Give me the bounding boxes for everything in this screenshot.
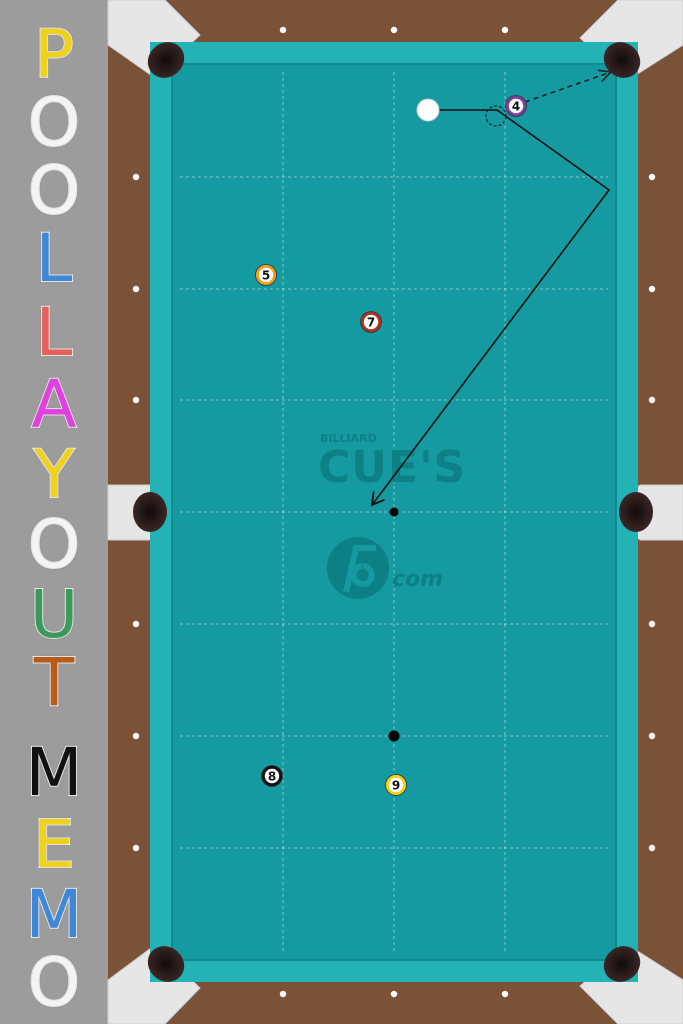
title-letter: Y (33, 436, 75, 513)
title-letter: P (33, 16, 75, 93)
ball-number-label: 7 (367, 315, 375, 329)
title-letter: O (27, 152, 81, 229)
title-letter: T (33, 644, 75, 721)
title-letter: O (27, 84, 81, 161)
title-letter: E (32, 806, 76, 883)
ball-number-label: 9 (392, 778, 400, 792)
title-letter: M (25, 734, 84, 811)
center-spot (389, 507, 399, 517)
watermark: BILLIARD CUE'S com (318, 432, 466, 599)
ball-9[interactable]: 9 (385, 774, 407, 796)
pocket-mid-left (133, 492, 167, 532)
title-letter: U (29, 576, 79, 653)
pocket-bottom-left (147, 946, 185, 982)
balls-layer: 4 5 7 8 9 (255, 95, 527, 796)
cue-ball[interactable] (416, 98, 440, 122)
watermark-com: com (392, 567, 443, 592)
table-grid (180, 72, 608, 952)
ball-number-label: 4 (512, 99, 520, 113)
title-letter: M (25, 876, 84, 953)
title-letter: A (30, 366, 77, 443)
pocket-top-right (603, 42, 641, 78)
rail-diamonds (132, 26, 656, 998)
object-ball-path (524, 72, 611, 103)
ball-number-label: 8 (268, 769, 276, 783)
cue-ball-path (372, 109, 611, 505)
title-letter: O (27, 944, 81, 1021)
pocket-mid-right (619, 492, 653, 532)
title-letter: L (35, 220, 74, 297)
ball-7[interactable]: 7 (360, 311, 382, 333)
watermark-cues: CUE'S (318, 442, 466, 493)
ghost-ball (485, 105, 507, 127)
watermark-billiard: BILLIARD (320, 432, 377, 445)
title-letter: L (35, 294, 74, 371)
ball-8[interactable]: 8 (261, 765, 283, 787)
ball-number-label: 5 (262, 268, 270, 282)
pockets (133, 42, 653, 982)
foot-spot (388, 730, 400, 742)
pocket-bottom-right (603, 946, 641, 982)
pocket-top-left (147, 42, 185, 78)
title-letter: O (27, 506, 81, 583)
ball-4[interactable]: 4 (505, 95, 527, 117)
ball-5[interactable]: 5 (255, 264, 277, 286)
